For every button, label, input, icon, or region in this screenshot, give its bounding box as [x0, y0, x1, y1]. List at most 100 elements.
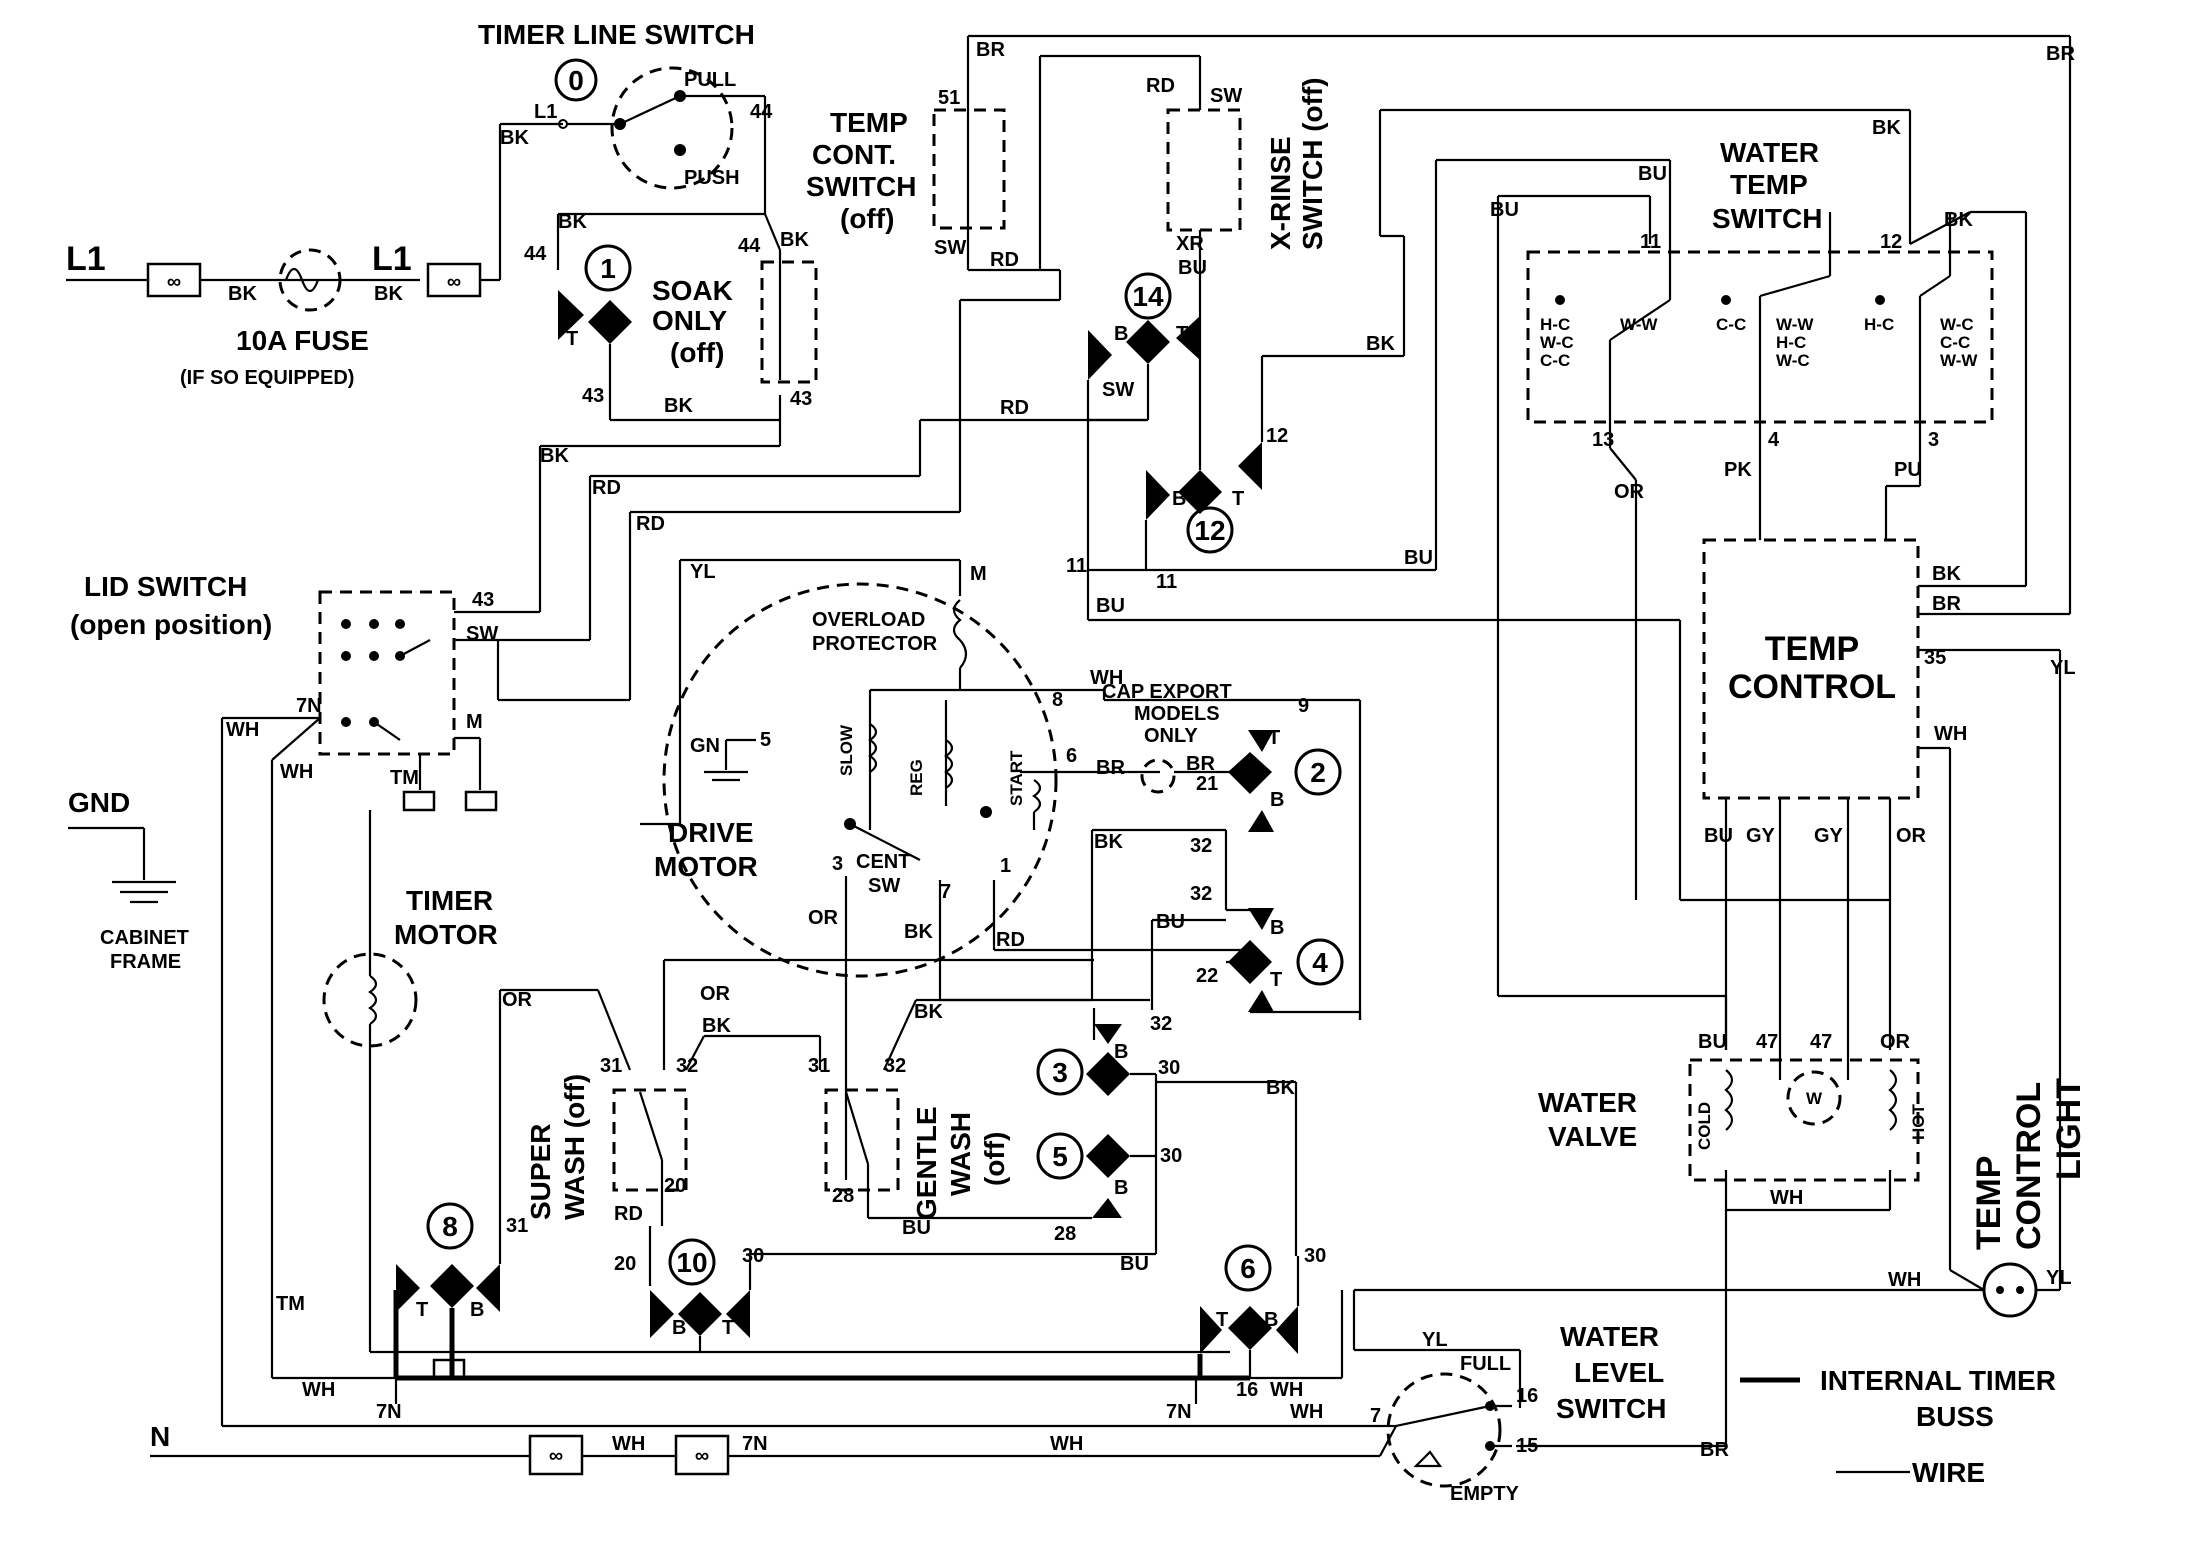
x-rinse-rd-tag: RD — [1146, 75, 1175, 97]
svg-text:∞: ∞ — [447, 271, 461, 293]
cam-8-badge — [426, 1202, 474, 1250]
overload-label-1: OVERLOAD — [812, 609, 925, 631]
lid-43-tag: 43 — [472, 589, 494, 611]
soak-bk-tag: BK — [558, 211, 587, 233]
cam-6-badge — [1224, 1244, 1272, 1292]
cam8-t-tag: T — [416, 1299, 428, 1321]
x-rinse-housing — [1166, 108, 1242, 232]
wt-ww-1: W-W — [1620, 315, 1658, 334]
cap-label-2: MODELS — [1134, 703, 1220, 725]
buss-wh-tag: WH — [302, 1379, 335, 1401]
dm-6-tag: 6 — [1066, 745, 1077, 767]
timer-line-switch: TIMER LINE SWITCH 0 PULL PUSH L1 44 BK — [478, 19, 773, 190]
soak-bk-tag-3: BK — [780, 229, 809, 251]
neutral-buss: WH TM 7N 7N WH N ∞ WH ∞ 7N WH — [150, 1290, 1380, 1476]
x-rinse-bu-tag: BU — [1178, 257, 1207, 279]
hot-tag: HOT — [1909, 1104, 1928, 1141]
gw-bu-tag: BU — [902, 1217, 931, 1239]
soak-t-tag: T — [566, 328, 578, 350]
legend: INTERNAL TIMER BUSS WIRE — [1740, 1365, 2056, 1488]
cam5-b-tag: B — [1114, 1177, 1128, 1199]
wt-pu-tag: PU — [1894, 459, 1922, 481]
svg-text:∞: ∞ — [549, 1445, 563, 1467]
cam-5-number: 5 — [1052, 1141, 1068, 1172]
dm-wh-tag: WH — [1090, 667, 1123, 689]
water-level-label-2: LEVEL — [1574, 1357, 1664, 1388]
soak-43-tag: 43 — [582, 385, 604, 407]
timer-motor-coil-icon — [368, 975, 378, 1025]
wl-yl-tag: YL — [1422, 1329, 1448, 1351]
water-level-switch: 7 FULL EMPTY 16 15 YL WATER LEVEL SWITCH — [1352, 1290, 1728, 1505]
cam12-t-tag: T — [1232, 488, 1244, 510]
timer-line-switch-label: TIMER LINE SWITCH — [478, 19, 755, 50]
cabinet-label-1: CABINET — [100, 927, 189, 949]
cold-tag: COLD — [1695, 1102, 1714, 1150]
tc-35-tag: 35 — [1924, 647, 1946, 669]
temp-control-housing — [1702, 538, 1920, 800]
svg-text:∞: ∞ — [695, 1445, 709, 1467]
soak-label-3: (off) — [670, 337, 724, 368]
diaphragm-icon — [1413, 1450, 1443, 1468]
bk-to-watertemp-tag: BK — [1366, 333, 1395, 355]
temp-cont-label-3: SWITCH — [806, 171, 916, 202]
cam6-b-tag: B — [1264, 1309, 1278, 1331]
wt-hc-3: H-C — [1864, 315, 1894, 334]
ground: GND CABINET FRAME — [68, 787, 189, 973]
water-temp-switch: WATER TEMP SWITCH BU 11 BK 12 BK BU H-C … — [1378, 108, 2028, 996]
lid-wh-tag: WH — [226, 719, 259, 741]
dm-or-tag: OR — [808, 907, 839, 929]
watertemp-12-tag: 12 — [1880, 231, 1902, 253]
fuse-sublabel: (IF SO EQUIPPED) — [180, 367, 354, 389]
cam4-b-tag: B — [1270, 917, 1284, 939]
timer-motor: TIMER MOTOR — [322, 810, 1230, 1354]
cam2-bk-tag: BK — [1094, 831, 1123, 853]
gentle-wash-label-2: WASH — [945, 1112, 976, 1196]
sw-rd-tag: RD — [614, 1203, 643, 1225]
cam-8-number: 8 — [442, 1211, 458, 1242]
timer-motor-housing — [322, 952, 418, 1048]
wt-hc-2: H-C — [1776, 333, 1806, 352]
wt-cc-2: C-C — [1716, 315, 1746, 334]
x-rinse-label: X-RINSE — [1265, 136, 1296, 250]
temp-light-label-1: TEMP — [1970, 1156, 2008, 1250]
cam-12-number: 12 — [1194, 515, 1225, 546]
slow-coil-icon — [868, 723, 878, 773]
slow-tag: SLOW — [837, 724, 856, 776]
watertemp-bu-tag: BU — [1638, 163, 1667, 185]
wv-47-tag-1: 47 — [1756, 1031, 1778, 1053]
buss-wh-tag-2: WH — [1290, 1401, 1323, 1423]
tc-bk-tag: BK — [1932, 563, 1961, 585]
tc-br-tag: BR — [1932, 593, 1961, 615]
cam4-bu-tag: BU — [1156, 911, 1185, 933]
cam6-30-tag: 30 — [1304, 1245, 1326, 1267]
dm-5-tag: 5 — [760, 729, 771, 751]
drive-motor: DRIVE MOTOR OVERLOAD PROTECTOR CAP EXPOR… — [640, 558, 1362, 1180]
timer-bk-tag: BK — [500, 127, 529, 149]
wt-13-tag: 13 — [1592, 429, 1614, 451]
soak-switch-housing — [760, 260, 818, 384]
lid-rd-tag-2: RD — [636, 513, 665, 535]
x-rinse-sw-tag: SW — [1210, 85, 1242, 107]
gentle-wash-label-3: (off) — [979, 1132, 1010, 1186]
lid-label-1: LID SWITCH — [84, 571, 247, 602]
x-rinse-switch: RD SW XR BU X-RINSE SWITCH (off) — [1038, 54, 1328, 470]
svg-text:∞: ∞ — [167, 271, 181, 293]
cam-0-number: 0 — [568, 65, 584, 96]
cam2-32-tag: 32 — [1190, 835, 1212, 857]
wl-7-tag: 7 — [1370, 1405, 1381, 1427]
n-wh-tag: WH — [612, 1433, 645, 1455]
t11-tag-b: 11 — [1156, 571, 1177, 593]
n-label: N — [150, 1421, 170, 1452]
wl-16-tag: 16 — [1516, 1385, 1538, 1407]
x-rinse-xr-tag: XR — [1176, 233, 1204, 255]
dm-7-tag: 7 — [940, 881, 951, 903]
overload-coil-icon — [952, 599, 962, 641]
cam14-b-tag: B — [1114, 323, 1128, 345]
super-gentle-wash: OR 31 32 OR BK 20 RD 20 SUPER WASH (off)… — [498, 958, 1150, 1286]
l1-label: L1 — [66, 240, 106, 278]
cam6-16-tag: 16 — [1236, 1379, 1258, 1401]
wv-wh-tag: WH — [1770, 1187, 1803, 1209]
temp-control-light: TEMP CONTROL LIGHT YL WH — [1354, 1078, 2088, 1318]
n-wh-tag-2: WH — [1050, 1433, 1083, 1455]
